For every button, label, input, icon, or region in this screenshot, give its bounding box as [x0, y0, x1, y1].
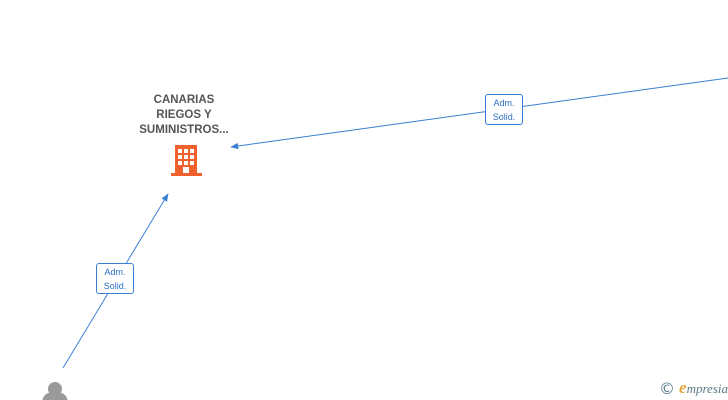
building-icon[interactable] [171, 145, 202, 176]
edge-label-right-role: Adm. [493, 98, 515, 108]
company-name-line-3: SUMINISTROS... [139, 124, 229, 136]
edge-label-left-role: Adm. [104, 267, 126, 277]
person-icon[interactable] [42, 382, 68, 400]
edge-label-right: Adm. Solid. [485, 94, 523, 125]
edge-label-left-type: Solid. [103, 281, 127, 291]
copyright-icon: © [659, 378, 676, 398]
edge-line-right [230, 77, 728, 150]
brand-name: empresia [679, 378, 728, 398]
brand-logo: © empresia [659, 378, 728, 398]
company-name[interactable]: CANARIAS RIEGOS Y SUMINISTROS... [124, 93, 244, 138]
company-name-line-1: CANARIAS [153, 94, 215, 106]
brand-name-rest: mpresia [686, 381, 728, 396]
company-name-line-2: RIEGOS Y [156, 109, 212, 121]
edge-label-right-type: Solid. [492, 112, 516, 122]
edge-label-left: Adm. Solid. [96, 263, 134, 294]
brand-initial: e [679, 378, 687, 397]
